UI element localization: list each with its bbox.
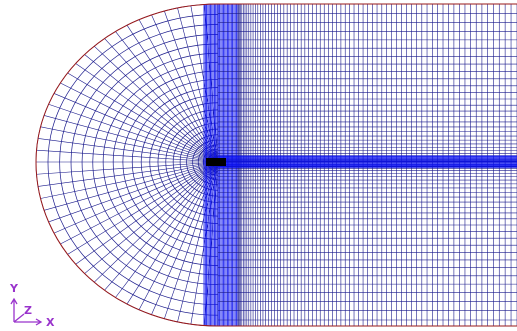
mesh-radial-line (93, 161, 219, 283)
mesh-radial-line (60, 82, 219, 163)
mesh-radial-line (67, 72, 219, 163)
mesh-radial-line (60, 161, 219, 245)
axis-triad: Y X Z (9, 282, 55, 329)
mesh-radial-line (53, 161, 219, 234)
mesh-ring (92, 52, 219, 276)
mesh-radial-line (177, 7, 219, 163)
mesh-radial-line (138, 19, 219, 163)
mesh-radial-line (67, 161, 219, 255)
mesh-radial-line (48, 103, 219, 163)
y-axis-label: Y (9, 282, 19, 295)
x-axis-arrow (14, 318, 43, 326)
mesh-radial-line (75, 161, 219, 265)
x-axis-label: X (46, 316, 55, 329)
mesh-radial-line (126, 161, 219, 305)
mesh-radial-line (104, 38, 219, 163)
mesh-radial-line (190, 161, 219, 325)
mesh-radial-line (37, 161, 219, 187)
mesh-radial-line (48, 161, 219, 223)
mesh-radial-line (84, 54, 219, 163)
mesh-radial-line (75, 63, 219, 163)
mesh-radial-line (126, 25, 219, 163)
y-axis-arrow (10, 297, 18, 322)
z-axis-arrow (13, 313, 25, 323)
z-axis-label: Z (24, 304, 32, 317)
mesh-radial-line (40, 161, 219, 199)
mesh-radial-line (37, 138, 219, 163)
mesh-radial-line (138, 161, 219, 310)
mesh-radial-line (44, 115, 219, 163)
airfoil-body (206, 158, 226, 166)
mesh-radial-line (53, 93, 219, 163)
mesh-ring (59, 24, 219, 306)
mesh-radial-line (36, 161, 219, 175)
mesh-radial-line (115, 31, 219, 163)
mesh-radial-line (115, 161, 219, 298)
mesh-radial-line (40, 126, 219, 163)
mesh-radial-line (36, 149, 219, 163)
mesh-radial-line (84, 161, 219, 274)
mesh-radial-line (177, 161, 219, 322)
mesh-radial-line (190, 5, 219, 163)
mesh-ring (102, 61, 219, 266)
mesh-radial-line (94, 45, 219, 163)
mesh-radial-line (44, 161, 219, 211)
mesh-radial-line (104, 161, 219, 291)
outer-boundary (35, 3, 517, 327)
